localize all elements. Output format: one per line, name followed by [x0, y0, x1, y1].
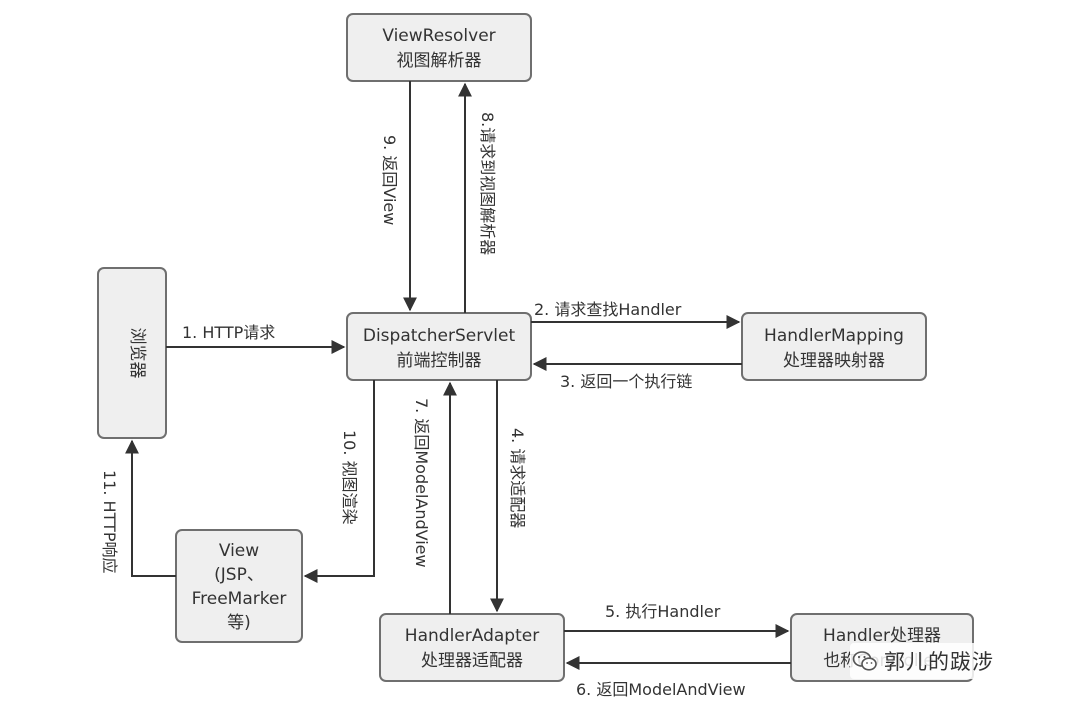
edge-9-label: 9. 返回View [380, 135, 399, 225]
handler-adapter-title: HandlerAdapter [405, 626, 539, 646]
view-line4: 等) [227, 613, 251, 633]
handler-adapter-node: HandlerAdapter 处理器适配器 [379, 613, 565, 682]
watermark-text: 郭儿的跋涉 [884, 650, 994, 674]
edge-11-http-response [125, 439, 176, 577]
view-line3: FreeMarker [192, 589, 287, 609]
view-title: View [219, 541, 259, 561]
handler-mapping-subtitle: 处理器映射器 [783, 351, 885, 371]
edge-6-label: 6. 返回ModelAndView [576, 680, 746, 699]
view-node: View (JSP、 FreeMarker 等) [175, 529, 303, 643]
handler-mapping-node: HandlerMapping 处理器映射器 [741, 312, 927, 381]
browser-node: 浏览器 [97, 267, 167, 439]
edge-10-label: 10. 视图渲染 [340, 430, 359, 525]
browser-label: 浏览器 [127, 328, 147, 379]
watermark: 郭儿的跋涉 [850, 643, 1000, 679]
edge-4-label: 4. 请求适配器 [508, 428, 527, 528]
edge-10-render-view [303, 380, 375, 583]
edge-11-label: 11. HTTP响应 [100, 470, 119, 573]
handler-adapter-subtitle: 处理器适配器 [421, 651, 523, 671]
edge-7-label: 7. 返回ModelAndView [412, 398, 431, 568]
wechat-icon [852, 651, 877, 671]
view-resolver-subtitle: 视图解析器 [397, 51, 482, 71]
view-line2: (JSP、 [214, 565, 264, 585]
edge-2-label: 2. 请求查找Handler [534, 300, 682, 319]
view-resolver-title: ViewResolver [382, 26, 495, 46]
edge-5-label: 5. 执行Handler [605, 602, 721, 621]
handler-mapping-title: HandlerMapping [764, 326, 904, 346]
view-resolver-node: ViewResolver 视图解析器 [346, 13, 532, 82]
dispatcher-title: DispatcherServlet [363, 326, 516, 346]
handler-title: Handler处理器 [823, 626, 941, 646]
edge-1-label: 1. HTTP请求 [182, 323, 275, 342]
edge-3-label: 3. 返回一个执行链 [560, 372, 692, 391]
edge-8-label: 8.请求到视图解析器 [478, 112, 497, 255]
dispatcher-subtitle: 前端控制器 [397, 351, 482, 371]
dispatcher-servlet-node: DispatcherServlet 前端控制器 [346, 312, 532, 381]
